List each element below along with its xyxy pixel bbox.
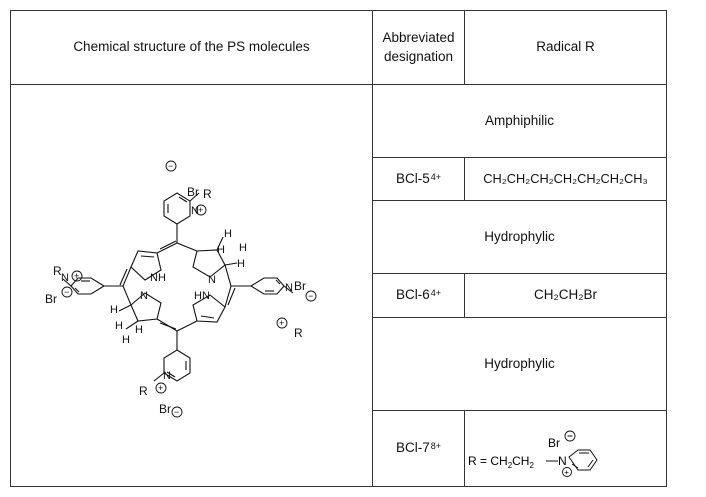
row-divider-header: [10, 84, 667, 85]
header-designation: Abbreviated designation: [382, 30, 455, 64]
svg-text:H: H: [224, 228, 232, 240]
pyrrole-bottom-left: [130, 292, 162, 322]
row-divider-5: [372, 410, 667, 411]
row-divider-1: [372, 157, 667, 158]
row-divider-3: [372, 273, 667, 274]
table-border-right: [666, 10, 667, 487]
svg-text:H: H: [239, 242, 247, 254]
svg-text:H: H: [217, 244, 225, 256]
column-divider-2c: [464, 273, 465, 318]
pyrrole-top-right: [192, 249, 226, 278]
group-hydrophylic-1: Hydrophylic: [484, 228, 555, 244]
svg-text:R: R: [139, 384, 148, 398]
row-divider-2: [372, 200, 667, 201]
svg-text:H: H: [122, 334, 130, 346]
svg-text:Br: Br: [294, 279, 306, 293]
svg-text:Br: Br: [159, 402, 171, 416]
svg-text:H: H: [115, 320, 123, 332]
row-divider-4: [372, 317, 667, 318]
svg-text:+: +: [198, 205, 203, 215]
header-structure: Chemical structure of the PS molecules: [73, 39, 310, 55]
svg-text:H: H: [135, 324, 143, 336]
svg-text:+: +: [279, 318, 284, 328]
svg-text:+: +: [74, 271, 79, 281]
svg-text:−: −: [308, 291, 313, 301]
radical-bcl6: CH₂CH₂Br: [534, 287, 597, 303]
svg-text:−: −: [168, 161, 173, 171]
svg-text:N: N: [285, 282, 293, 294]
svg-text:N: N: [163, 370, 171, 382]
svg-text:N: N: [61, 272, 69, 284]
group-amphiphilic: Amphiphilic: [484, 112, 555, 128]
svg-text:R = CH2CH2: R = CH2CH2: [468, 454, 534, 470]
bcl7-radical-structure: R = CH2CH2 N + Br: [468, 430, 598, 477]
svg-text:H: H: [110, 304, 118, 316]
svg-text:R: R: [53, 264, 62, 278]
svg-text:N: N: [558, 454, 567, 468]
svg-text:N: N: [140, 290, 148, 302]
radical-bcl5: CH₂CH₂CH₂CH₂CH₂CH₂CH₃: [483, 171, 648, 187]
group-hydrophylic-2: Hydrophylic: [484, 355, 555, 371]
column-divider-2b: [464, 157, 465, 201]
svg-text:N: N: [208, 274, 216, 286]
svg-text:Br: Br: [187, 185, 199, 199]
svg-text:Br: Br: [548, 436, 560, 450]
column-divider-2a: [464, 10, 465, 85]
svg-text:R: R: [203, 187, 212, 201]
svg-text:HN: HN: [194, 290, 210, 302]
table-border-bottom: [10, 486, 667, 487]
table: Chemical structure of the PS molecules A…: [10, 10, 667, 487]
header-radical: Radical R: [536, 39, 595, 55]
svg-text:NH: NH: [150, 272, 166, 284]
column-divider-1: [372, 10, 373, 487]
porphyrin-structure: Br R N − + R N Br + − N Br R − + N R: [11, 85, 372, 486]
radical-bcl7: R = CH2CH2 N + Br: [465, 411, 666, 486]
svg-text:+: +: [564, 468, 569, 477]
pyrrole-top-left: [130, 250, 162, 281]
pyrrole-bottom-right: [192, 294, 226, 323]
svg-text:−: −: [64, 287, 69, 297]
svg-text:Br: Br: [45, 292, 57, 306]
svg-text:+: +: [158, 383, 163, 393]
svg-text:H: H: [237, 258, 245, 270]
table-border-top: [10, 10, 667, 11]
table-border-left: [10, 10, 11, 487]
svg-text:N: N: [191, 205, 199, 217]
svg-text:R: R: [294, 326, 303, 340]
column-divider-2d: [464, 410, 465, 487]
svg-text:−: −: [174, 407, 179, 417]
